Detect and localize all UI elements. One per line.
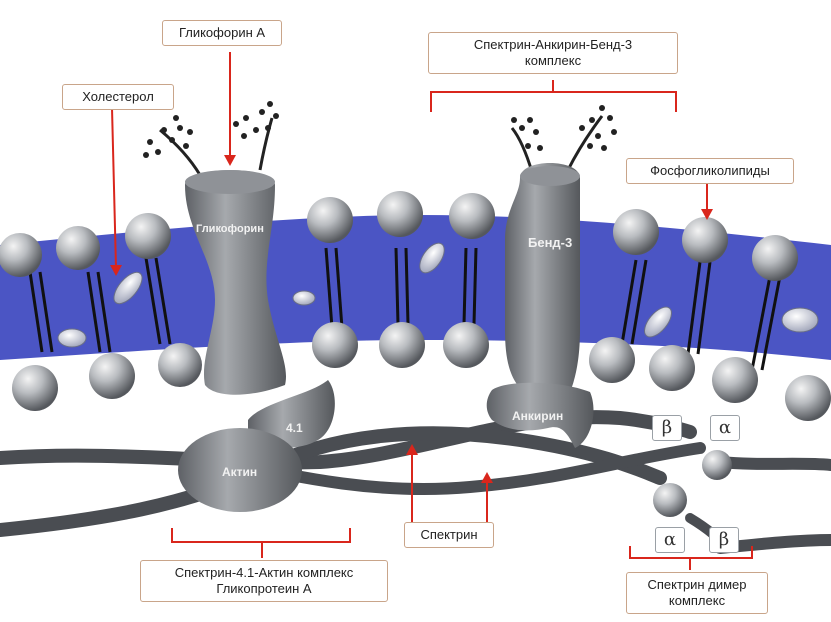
- beta-label-bottom: β: [709, 527, 739, 553]
- glycophorin-label: Гликофорин: [196, 223, 264, 235]
- spectrin-dimer-head-lower: [653, 483, 687, 517]
- spectrin-dimer-line2: комплекс: [635, 593, 759, 609]
- spectrin-text: Спектрин: [420, 527, 477, 542]
- cholesterol-callout: Холестерол: [62, 84, 174, 110]
- band3-label: Бенд-3: [528, 235, 572, 250]
- spectrin-ankyrin-band3-callout: Спектрин-Анкирин-Бенд-3 комплекс: [428, 32, 678, 74]
- alpha-label-top: α: [710, 415, 740, 441]
- glycophorin-top: [185, 170, 275, 194]
- ankyrin-label: Анкирин: [512, 409, 563, 423]
- glycophorin-a-callout: Гликофорин А: [162, 20, 282, 46]
- spectrin-dimer-head-upper: [702, 450, 732, 480]
- phosphoglycolipids-text: Фосфогликолипиды: [650, 163, 770, 178]
- spectrin-ankyrin-band3-line2: комплекс: [437, 53, 669, 69]
- spectrin-actin-callout: Спектрин-4.1-Актин комплекс Гликопротеин…: [140, 560, 388, 602]
- actin-label: Актин: [222, 465, 257, 479]
- glycophorin-a-text: Гликофорин А: [179, 25, 265, 40]
- alpha-label-bottom: α: [655, 527, 685, 553]
- cholesterol-text: Холестерол: [82, 89, 154, 104]
- glycophorin-sugar-chains: [160, 118, 272, 175]
- spectrin-actin-line1: Спектрин-4.1-Актин комплекс: [149, 565, 379, 581]
- band3-top: [520, 166, 580, 186]
- beta-label-top: β: [652, 415, 682, 441]
- protein-41-label: 4.1: [286, 421, 303, 435]
- spectrin-dimer-callout: Спектрин димер комплекс: [626, 572, 768, 614]
- spectrin-callout: Спектрин: [404, 522, 494, 548]
- spectrin-actin-line2: Гликопротеин А: [149, 581, 379, 597]
- spectrin-dimer-line1: Спектрин димер: [635, 577, 759, 593]
- band3-sugar-dots: [511, 105, 617, 151]
- spectrin-ankyrin-band3-line1: Спектрин-Анкирин-Бенд-3: [437, 37, 669, 53]
- phosphoglycolipids-callout: Фосфогликолипиды: [626, 158, 794, 184]
- band3-protein: [505, 163, 580, 392]
